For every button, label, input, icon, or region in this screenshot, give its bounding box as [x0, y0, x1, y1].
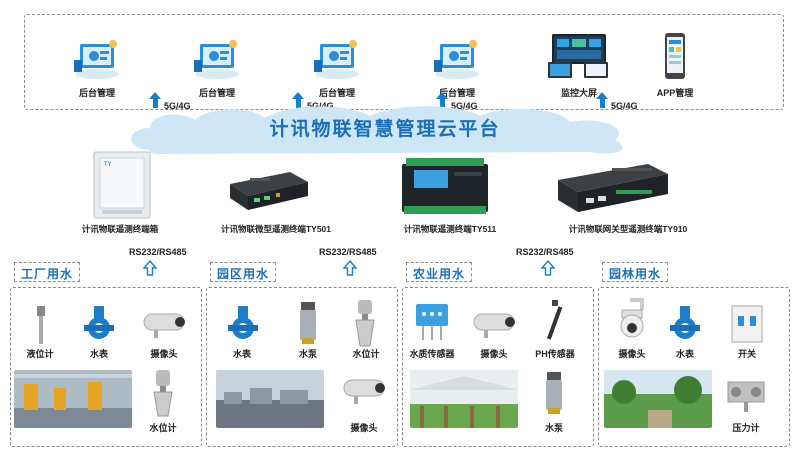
camera-icon: [143, 313, 185, 338]
terminal-box-icon: TY: [93, 151, 151, 219]
top-item-label: 后台管理: [198, 88, 235, 98]
device-label: 压力计: [732, 423, 760, 433]
section-title: 园林用水: [602, 262, 669, 282]
water-quality-sensor-icon: [416, 304, 448, 340]
terminal-ty910-icon: [558, 164, 668, 212]
network-label: 5G/4G: [451, 101, 478, 111]
section-title: 工厂用水: [14, 262, 81, 282]
water-level-meter-icon: [153, 370, 173, 417]
section-box-factory: [10, 287, 202, 447]
section-box-garden: [598, 287, 790, 447]
device-label: 摄像头: [150, 349, 178, 359]
backoffice-illustration-1: [74, 40, 119, 79]
device-label: 水位计: [352, 349, 380, 359]
outline-arrow-icon: [343, 260, 357, 276]
garden-photo: [604, 370, 712, 428]
outline-arrow-icon: [143, 260, 157, 276]
network-label: 5G/4G: [164, 101, 191, 111]
backoffice-illustration-3: [314, 40, 359, 79]
device-label: 水泵: [298, 349, 317, 359]
network-label: 5G/4G: [307, 101, 334, 111]
section-title: 农业用水: [406, 262, 473, 282]
upload-arrow-icon: [436, 92, 448, 108]
network-label: 5G/4G: [611, 101, 638, 111]
radar-level-meter-icon: [355, 300, 375, 347]
serial-label: RS232/RS485: [319, 247, 377, 257]
device-label: PH传感器: [535, 349, 575, 359]
svg-text:TY: TY: [103, 161, 112, 168]
water-pump-icon: [300, 302, 316, 344]
cloud-shape: [131, 106, 623, 154]
camera-icon: [343, 379, 385, 404]
circuit-breaker-icon: [731, 305, 763, 343]
ph-sensor-icon: [546, 300, 563, 340]
water-meter-icon: [670, 306, 700, 339]
device-label: 摄像头: [480, 349, 508, 359]
section-box-agri: [402, 287, 594, 447]
section-box-park: [206, 287, 398, 447]
mobile-phone-icon: [665, 33, 685, 79]
terminal-ty511-icon: [402, 158, 488, 214]
device-label: 水表: [89, 349, 108, 359]
backoffice-illustration-2: [194, 40, 239, 79]
top-item-label: APP管理: [656, 88, 694, 98]
device-label: 开关: [737, 349, 756, 359]
device-label: 摄像头: [618, 349, 646, 359]
serial-label: RS232/RS485: [516, 247, 574, 257]
camera-icon: [473, 313, 515, 338]
section-title: 园区用水: [210, 262, 277, 282]
terminal-label: 计讯物联网关型遥测终端TY910: [568, 224, 688, 234]
device-label: 水表: [232, 349, 251, 359]
top-item-label: 后台管理: [78, 88, 115, 98]
terminal-label: 计讯物联遥测终端箱: [81, 224, 159, 234]
factory-photo: [14, 370, 132, 428]
monitor-screen-icon: [548, 34, 608, 78]
dome-camera-icon: [620, 298, 644, 338]
backoffice-illustration-4: [434, 40, 479, 79]
upload-arrow-icon: [149, 92, 161, 108]
top-item-label: 后台管理: [438, 88, 475, 98]
water-meter-icon: [84, 306, 114, 339]
serial-label: RS232/RS485: [129, 247, 187, 257]
device-label: 水质传感器: [409, 349, 455, 359]
water-meter-icon: [228, 306, 258, 339]
terminal-ty501-icon: [230, 172, 308, 210]
top-item-label: 后台管理: [318, 88, 355, 98]
platform-title: 计讯物联智慧管理云平台: [269, 119, 501, 140]
device-label: 摄像头: [350, 423, 378, 433]
top-item-label: 监控大屏: [560, 88, 597, 98]
park-photo: [216, 370, 324, 428]
device-label: 液位计: [26, 349, 54, 359]
water-pump-icon: [546, 372, 562, 414]
upload-arrow-icon: [292, 92, 304, 108]
device-label: 水位计: [149, 423, 177, 433]
device-label: 水泵: [544, 423, 563, 433]
outline-arrow-icon: [541, 260, 555, 276]
greenhouse-photo: [410, 370, 518, 428]
upload-arrow-icon: [596, 92, 608, 108]
device-label: 水表: [675, 349, 694, 359]
terminal-label: 计讯物联遥测终端TY511: [403, 224, 497, 234]
level-gauge-icon: [37, 306, 45, 344]
pressure-gauge-icon: [727, 381, 765, 412]
terminal-label: 计讯物联微型遥测终端TY501: [220, 224, 332, 234]
